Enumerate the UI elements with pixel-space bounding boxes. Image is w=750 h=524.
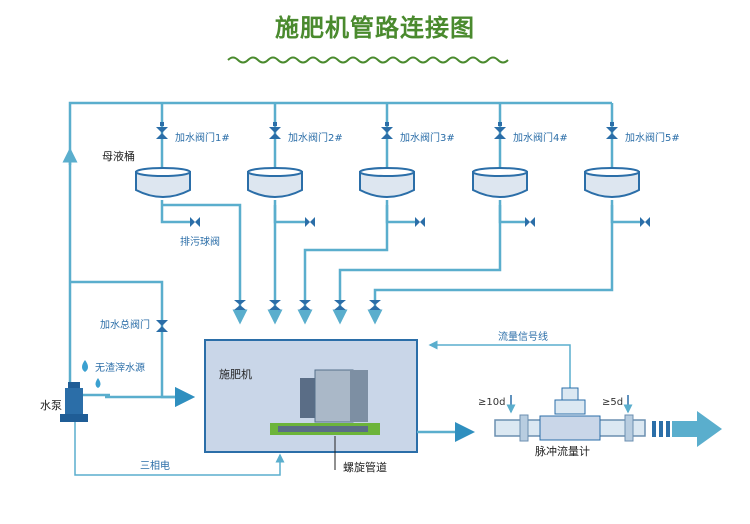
main-valve-label: 加水总阀门 (100, 318, 150, 331)
signal-label: 流量信号线 (498, 330, 548, 343)
water-drop-icon (82, 360, 101, 388)
downstream-distance-label: ≥5d (602, 397, 623, 408)
drain-valves (190, 217, 650, 227)
power-label: 三相电 (140, 459, 170, 472)
valve-1-label: 加水阀门1# (175, 131, 230, 144)
tank-outlet-pipes (160, 200, 640, 325)
pulse-flow-meter-icon (539, 387, 601, 441)
drain-valve-label: 排污球阀 (180, 235, 220, 248)
water-pump-icon (60, 382, 88, 422)
main-valve-icon (156, 320, 168, 332)
outflow-arrow-icon (652, 411, 722, 447)
title-wave-divider (227, 56, 509, 64)
page-title: 施肥机管路连接图 (275, 14, 475, 42)
stock-tanks (135, 167, 640, 198)
machine-label: 施肥机 (219, 367, 252, 381)
machine-illustration (270, 369, 380, 435)
meter-label: 脉冲流量计 (535, 444, 590, 458)
upstream-distance-label: ≥10d (478, 397, 505, 408)
valve-2-label: 加水阀门2# (288, 131, 343, 144)
valve-4-label: 加水阀门4# (513, 131, 568, 144)
valve-3-label: 加水阀门3# (400, 131, 455, 144)
power-line (74, 420, 285, 476)
main-valve-branch (70, 280, 195, 407)
pump-label: 水泵 (40, 399, 62, 412)
water-valves (156, 122, 618, 139)
distance-markers (506, 395, 633, 414)
tank-label: 母液桶 (102, 149, 135, 163)
flow-signal-line (428, 340, 571, 390)
valve-5-label: 加水阀门5# (625, 131, 680, 144)
machine-inlet-valves (234, 300, 381, 310)
water-source-label: 无渣滓水源 (95, 361, 145, 374)
screw-pipe-label: 螺旋管道 (343, 460, 387, 474)
